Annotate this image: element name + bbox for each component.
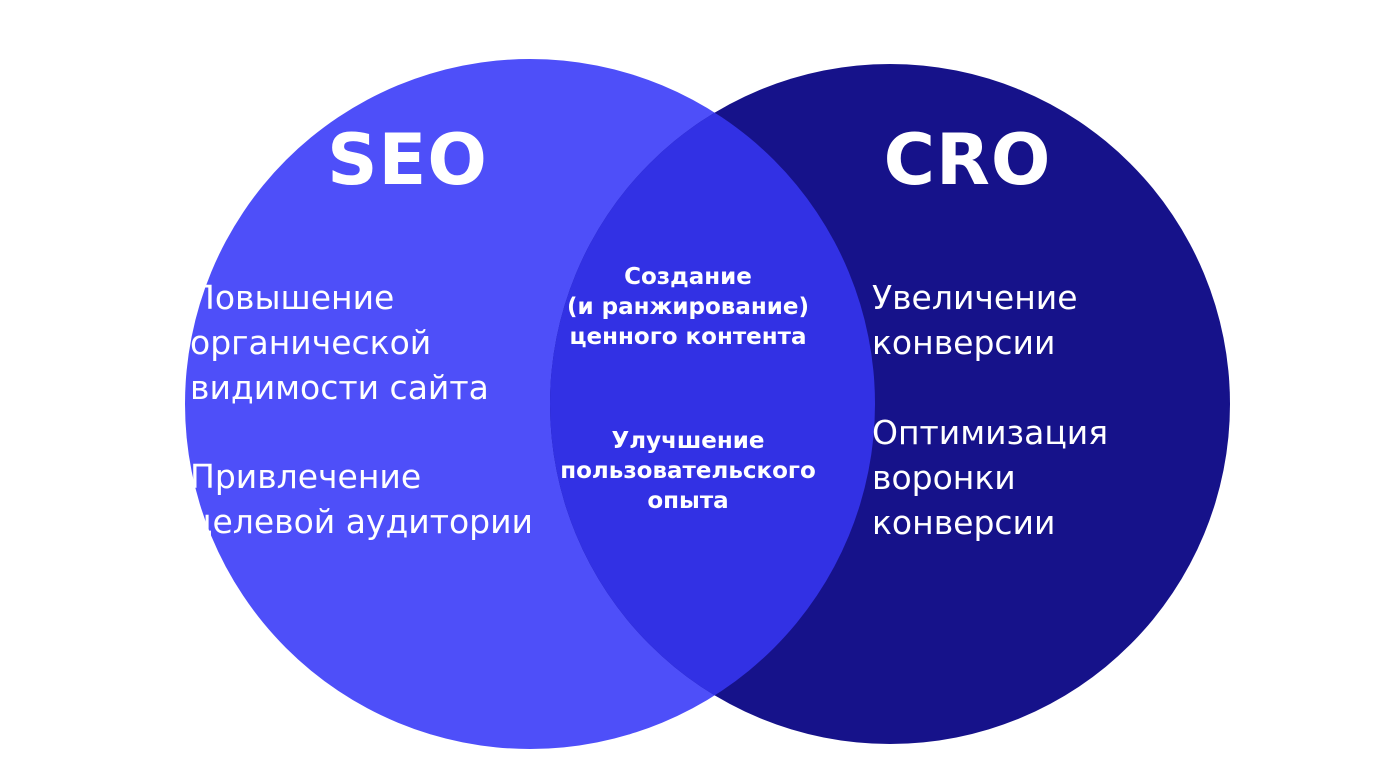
cro-item-line: конверсии <box>872 503 1056 542</box>
cro-item-funnel: Оптимизация воронки конверсии <box>872 410 1108 545</box>
seo-item-line: видимости сайта <box>190 368 489 407</box>
cro-item-line: конверсии <box>872 323 1056 362</box>
cro-title: CRO <box>883 119 1052 201</box>
seo-item-visibility: Повышение органической видимости сайта <box>190 275 489 410</box>
seo-title: SEO <box>327 119 488 201</box>
seo-item-line: Повышение <box>190 278 395 317</box>
overlap-item-line: (и ранжирование) <box>567 294 809 320</box>
cro-item-line: Увеличение <box>872 278 1078 317</box>
seo-item-line: органической <box>190 323 432 362</box>
overlap-item-ux: Улучшение пользовательского опыта <box>538 426 838 516</box>
overlap-item-line: Создание <box>624 264 752 290</box>
seo-item-line: Привлечение <box>190 457 422 496</box>
overlap-item-line: опыта <box>647 488 729 514</box>
overlap-item-line: ценного контента <box>569 324 807 350</box>
overlap-item-line: пользовательского <box>560 458 816 484</box>
seo-item-audience: Привлечение целевой аудитории <box>190 454 533 544</box>
overlap-region <box>550 64 875 744</box>
overlap-item-line: Улучшение <box>611 428 765 454</box>
cro-item-conversion: Увеличение конверсии <box>872 275 1078 365</box>
cro-item-line: воронки <box>872 458 1016 497</box>
seo-item-line: целевой аудитории <box>190 502 534 541</box>
cro-item-line: Оптимизация <box>872 413 1109 452</box>
overlap-item-content: Создание (и ранжирование) ценного контен… <box>538 262 838 352</box>
